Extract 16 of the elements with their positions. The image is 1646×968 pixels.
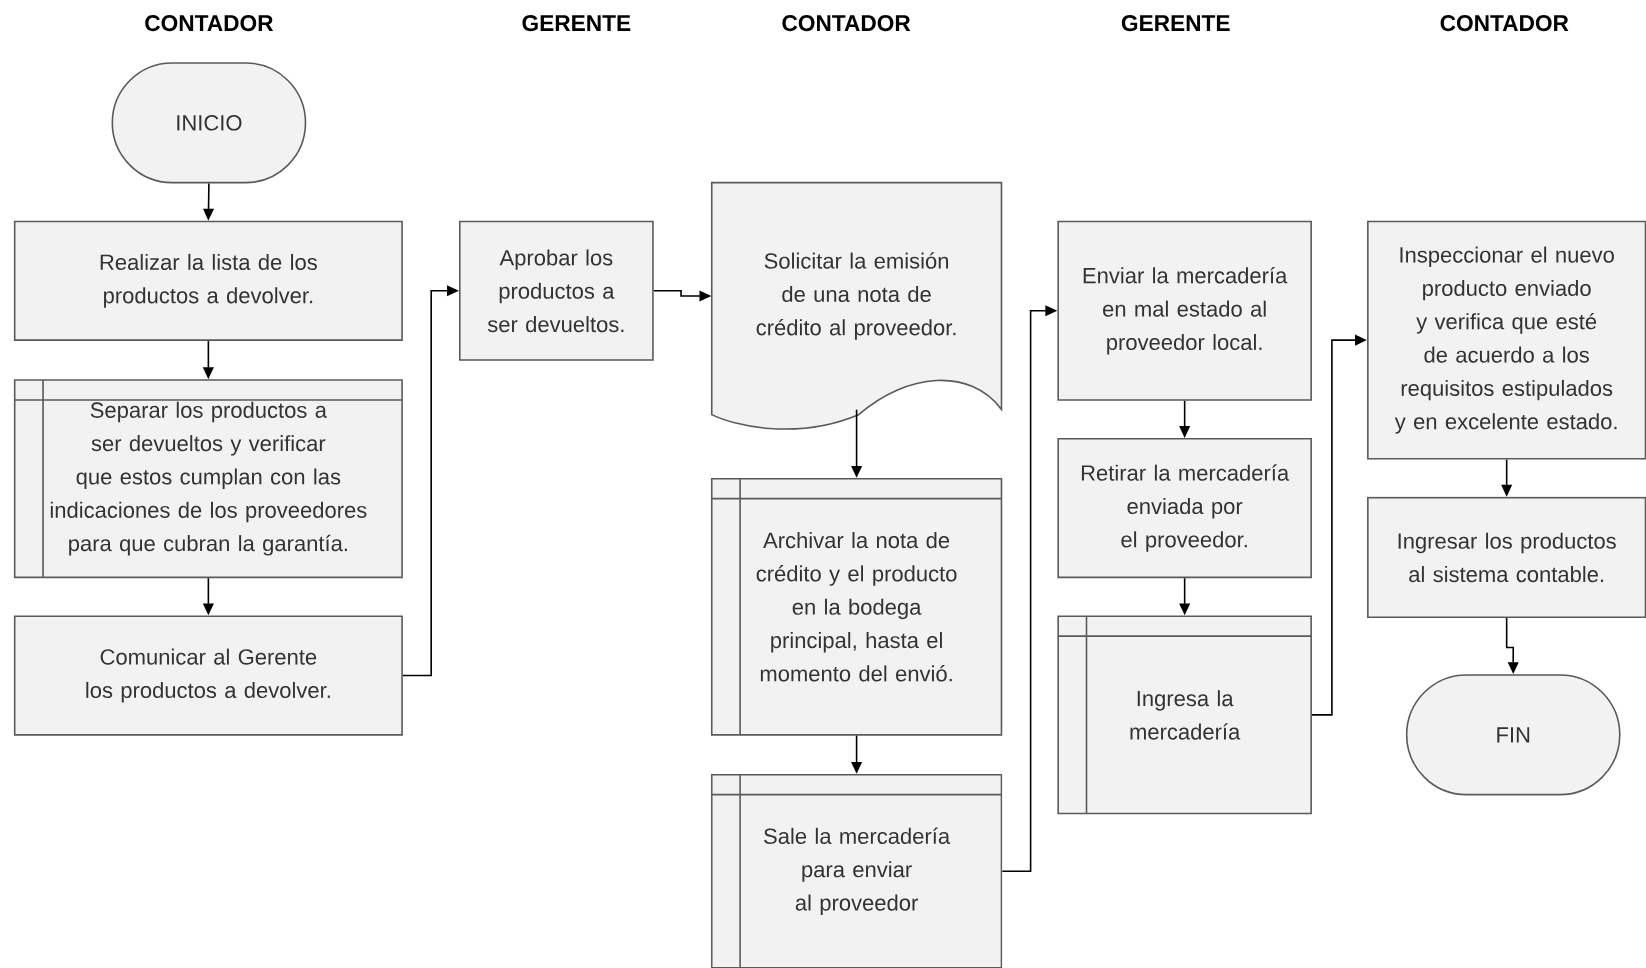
lane-heading: CONTADOR [1440, 15, 1569, 32]
predefined-process-box: Archivar la nota de crédito y el producto en la bodega principal, hasta el momento del envió. [710, 477, 1003, 736]
process-box: Comunicar al Gerente los productos a devolver. [13, 615, 403, 736]
predefined-process-box: Ingresa la mercadería [1057, 615, 1312, 815]
process-box: Realizar la lista de los productos a devolver. [13, 220, 403, 341]
lane-heading: CONTADOR [782, 15, 911, 32]
lane-heading: GERENTE [1121, 15, 1230, 32]
lane-heading: CONTADOR [145, 15, 274, 32]
process-box: Enviar la mercadería en mal estado al proveedor local. [1057, 220, 1312, 401]
process-box: Aprobar los productos a ser devueltos. [459, 220, 654, 361]
lane-heading: GERENTE [522, 15, 631, 32]
process-box: Ingresar los productos al sistema contable. [1367, 496, 1646, 619]
predefined-process-box: Sale la mercadería para enviar al proveedor [710, 773, 1003, 968]
predefined-process-box: Separar los productos a ser devueltos y verificar que estos cumplan con las indicaciones de los proveedores para que cubran la garantía. [13, 379, 403, 579]
process-box: Retirar la mercadería enviada por el proveedor. [1057, 438, 1312, 579]
process-box: Inspeccionar el nuevo producto enviado y verifica que esté de acuerdo a los requisitos estipulados y en excelente estado. [1367, 220, 1646, 460]
